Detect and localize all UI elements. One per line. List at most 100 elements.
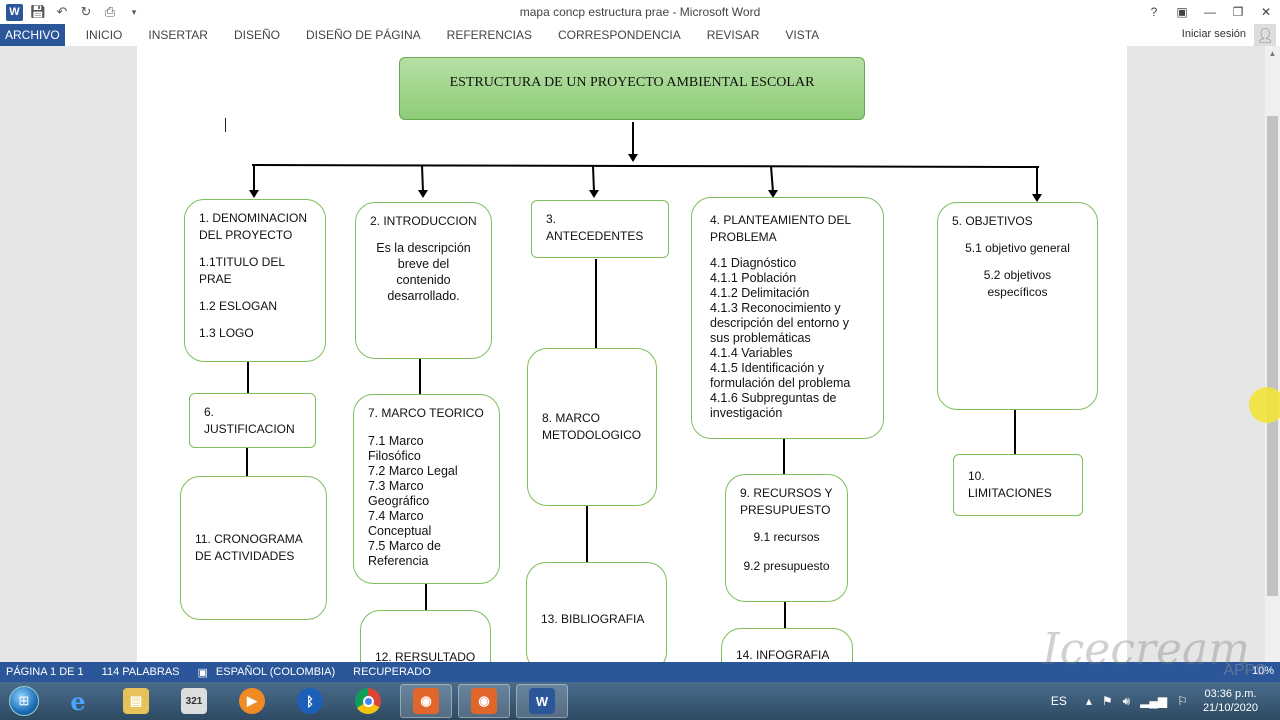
undo-icon[interactable]: ↶ [56,4,68,19]
node-item: 9.1 recursos [753,530,820,544]
ribbon-display-options-button[interactable]: ▣ [1176,5,1188,19]
node-item: 1.1TITULO DEL PRAE [199,255,285,286]
scroll-thumb[interactable] [1267,116,1278,596]
close-button[interactable]: ✕ [1260,5,1272,19]
word-icon[interactable]: W [6,3,23,21]
node-item: 4.1.2 Delimitación [710,286,810,300]
node-infografia[interactable]: 14. INFOGRAFIA [721,628,853,662]
show-hidden-icons-icon[interactable]: ▴ [1085,694,1092,708]
connector-lines [246,122,1042,628]
node-limitaciones[interactable]: 10. LIMITACIONES [953,454,1083,516]
tab-vista[interactable]: VISTA [785,28,820,42]
node-heading: 7. MARCO TEORICO [368,406,484,420]
vertical-scrollbar[interactable]: ▲ [1265,46,1280,662]
tab-correspondencia[interactable]: CORRESPONDENCIA [558,28,681,42]
text-cursor [225,118,226,132]
user-icon[interactable]: 👤︎ [1254,24,1276,46]
node-resultado[interactable]: 12. RERSULTADO [360,610,491,662]
recorder-icon: ◉ [413,688,439,714]
node-item: 7.4 Marco Conceptual [368,509,432,538]
taskbar-ie[interactable]: e [52,684,104,718]
word-count[interactable]: 114 PALABRAS [101,666,180,678]
clock-time: 03:36 p.m. [1204,688,1257,700]
tab-insertar[interactable]: INSERTAR [148,28,208,42]
node-item: 4.1.3 Reconocimiento y descripción del e… [710,301,849,345]
quick-access-toolbar: W 💾︎ ↶ ↻ ⎙ ▾ [0,3,143,21]
start-button[interactable]: ⊞ [4,683,44,719]
redo-icon[interactable]: ↻ [80,4,92,19]
scroll-up-icon[interactable]: ▲ [1268,48,1277,58]
node-heading: 2. INTRODUCCION [370,214,477,228]
volume-icon[interactable]: 🔊︎ [1122,693,1131,708]
restore-button[interactable]: ❐ [1232,5,1244,19]
tab-diseno-de-pagina[interactable]: DISEÑO DE PÁGINA [305,28,421,42]
help-button[interactable]: ? [1150,5,1158,19]
node-denominacion[interactable]: 1. DENOMINACION DEL PROYECTO 1.1TITULO D… [184,199,326,362]
tab-inicio[interactable]: INICIO [85,28,123,42]
explorer-icon: ▤ [123,688,149,714]
node-item: 9.2 presupuesto [743,559,830,573]
node-heading: 14. INFOGRAFIA [736,648,830,662]
node-objetivos[interactable]: 5. OBJETIVOS 5.1 objetivo general 5.2 ob… [937,202,1098,410]
document-area: ESTRUCTURA DE UN PROYECTO AMBIENTAL ESCO… [0,46,1265,662]
node-heading: 13. BIBLIOGRAFIA [541,612,645,626]
print-preview-icon[interactable]: ⎙ [104,4,116,19]
node-list: 7.1 Marco Filosófico 7.2 Marco Legal 7.3… [368,434,458,569]
action-center-icon[interactable]: ⚑ [1101,694,1113,708]
save-icon[interactable]: 💾︎ [29,4,47,19]
tab-archivo[interactable]: ARCHIVO [0,24,65,46]
language-indicator[interactable]: ES [1050,694,1067,708]
document-page[interactable]: ESTRUCTURA DE UN PROYECTO AMBIENTAL ESCO… [137,46,1127,662]
node-item: 4.1.4 Variables [710,346,793,360]
tab-referencias[interactable]: REFERENCIAS [446,28,533,42]
media-center-icon: 321 [181,688,207,714]
chrome-icon [355,688,381,714]
taskbar-chrome[interactable] [342,684,394,718]
taskbar-word[interactable]: W [516,684,568,718]
node-recursos[interactable]: 9. RECURSOS Y PRESUPUESTO 9.1 recursos 9… [725,474,848,602]
title-bar: W 💾︎ ↶ ↻ ⎙ ▾ mapa concp estructura prae … [0,0,1280,24]
node-item: 1.3 LOGO [199,326,254,340]
node-antecedentes[interactable]: 3. ANTECEDENTES [531,200,669,258]
page-count[interactable]: PÁGINA 1 DE 1 [6,666,84,678]
taskbar-recorder-1[interactable]: ◉ [400,684,452,718]
proofing-icon[interactable]: ▣ [197,666,208,679]
flag-icon[interactable]: ⚐ [1177,694,1188,708]
node-bibliografia[interactable]: 13. BIBLIOGRAFIA [526,562,667,662]
node-heading: 9. RECURSOS Y PRESUPUESTO [740,486,833,517]
zoom-level[interactable]: 10% [1251,665,1274,677]
taskbar-bluetooth[interactable]: ᛒ [284,684,336,718]
windows-icon: ⊞ [9,686,39,716]
node-cronograma[interactable]: 11. CRONOGRAMA DE ACTIVIDADES [180,476,327,620]
node-item: 5.1 objetivo general [965,241,1070,255]
network-icon[interactable]: ▂▄▆ [1140,694,1168,708]
node-marco-teorico[interactable]: 7. MARCO TEORICO 7.1 Marco Filosófico 7.… [353,394,500,584]
tab-revisar[interactable]: REVISAR [706,28,760,42]
node-heading: 3. ANTECEDENTES [546,212,644,243]
node-justificacion[interactable]: 6. JUSTIFICACION [189,393,316,448]
language-indicator[interactable]: ESPAÑOL (COLOMBIA) [215,666,336,678]
node-item: 7.2 Marco Legal [368,464,458,478]
taskbar-explorer[interactable]: ▤ [110,684,162,718]
node-planteamiento[interactable]: 4. PLANTEAMIENTO DEL PROBLEMA 4.1 Diagnó… [691,197,884,439]
node-item: 4.1.5 Identificación y formulación del p… [710,361,851,390]
node-heading: 6. JUSTIFICACION [204,405,295,436]
node-heading: 4. PLANTEAMIENTO DEL PROBLEMA [710,213,851,244]
customize-icon[interactable]: ▾ [131,6,137,17]
tab-diseno[interactable]: DISEÑO [233,28,280,42]
node-item: 7.1 Marco Filosófico [368,434,424,463]
node-heading: 10. LIMITACIONES [968,469,1052,500]
taskbar-calendar[interactable]: 321 [168,684,220,718]
diagram-title[interactable]: ESTRUCTURA DE UN PROYECTO AMBIENTAL ESCO… [399,57,865,120]
node-item: 5.2 objetivos específicos [983,268,1052,299]
ribbon-tabs: ARCHIVO INICIO INSERTAR DISEÑO DISEÑO DE… [0,24,1280,46]
ie-icon: e [70,686,86,716]
clock[interactable]: 03:36 p.m. 21/10/2020 [1203,687,1258,715]
taskbar-recorder-2[interactable]: ◉ [458,684,510,718]
sign-in-link[interactable]: Iniciar sesión [1181,28,1246,40]
node-introduccion[interactable]: 2. INTRODUCCION Es la descripción breve … [355,202,492,359]
taskbar-media-player[interactable]: ▶ [226,684,278,718]
media-player-icon: ▶ [239,688,265,714]
minimize-button[interactable]: — [1204,5,1216,19]
node-marco-metodologico[interactable]: 8. MARCO METODOLOGICO [527,348,657,506]
